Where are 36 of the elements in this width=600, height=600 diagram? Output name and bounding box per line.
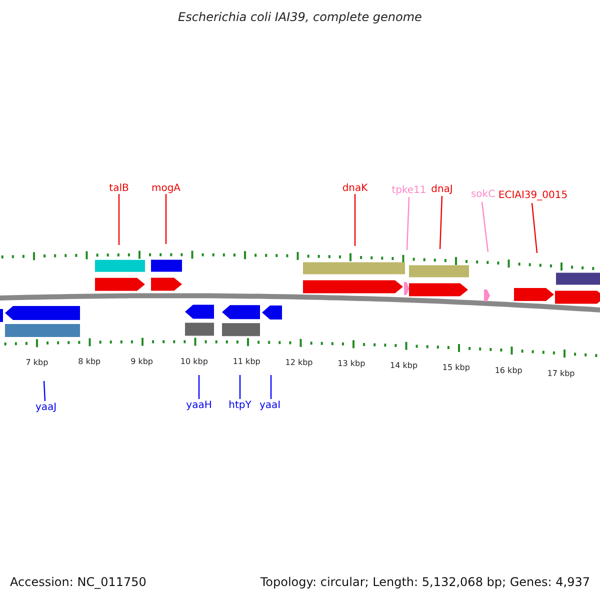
gene-label: dnaK: [342, 184, 368, 194]
gene-label: ECIAI39_0015: [498, 191, 568, 201]
leader-line: [406, 196, 410, 250]
gene-label: htpY: [228, 401, 252, 411]
leader-line: [118, 194, 120, 245]
scale-label: 14 kbp: [390, 362, 418, 370]
leader-line: [198, 375, 200, 399]
leader-line: [354, 194, 356, 246]
accession-text: Accession: NC_011750: [10, 576, 146, 588]
scale-label: 7 kbp: [26, 359, 48, 368]
leader-line: [439, 196, 443, 250]
scale-label: 17 kbp: [547, 370, 575, 378]
leader-line: [165, 194, 167, 244]
scale-label: 10 kbp: [180, 358, 208, 366]
gene-label: yaaH: [186, 401, 212, 411]
gene-label: mogA: [151, 184, 181, 194]
scale-label: 16 kbp: [494, 366, 522, 375]
leader-line: [43, 380, 46, 402]
gene-label: tpke11: [392, 186, 426, 196]
genome-summary: Topology: circular; Length: 5,132,068 bp; Genes: 4,937: [260, 576, 590, 588]
leader-line: [481, 202, 489, 252]
title: Escherichia coli IAI39, complete genome: [178, 11, 422, 23]
scale-label: 11 kbp: [232, 358, 260, 366]
scale-label: 13 kbp: [338, 360, 366, 368]
gene-label: yaaJ: [35, 403, 57, 413]
gene-label: yaaI: [259, 401, 281, 411]
leader-line: [531, 202, 538, 254]
scale-label: 8 kbp: [78, 358, 101, 366]
scale-label: 9 kbp: [130, 358, 153, 366]
gene-label: dnaJ: [431, 185, 453, 195]
leader-line: [270, 375, 272, 399]
leader-line: [239, 375, 241, 399]
scale-label: 15 kbp: [442, 364, 470, 372]
scale-label: 12 kbp: [285, 358, 313, 367]
gene-label: talB: [109, 184, 129, 194]
gene-label: sokC: [470, 190, 496, 200]
